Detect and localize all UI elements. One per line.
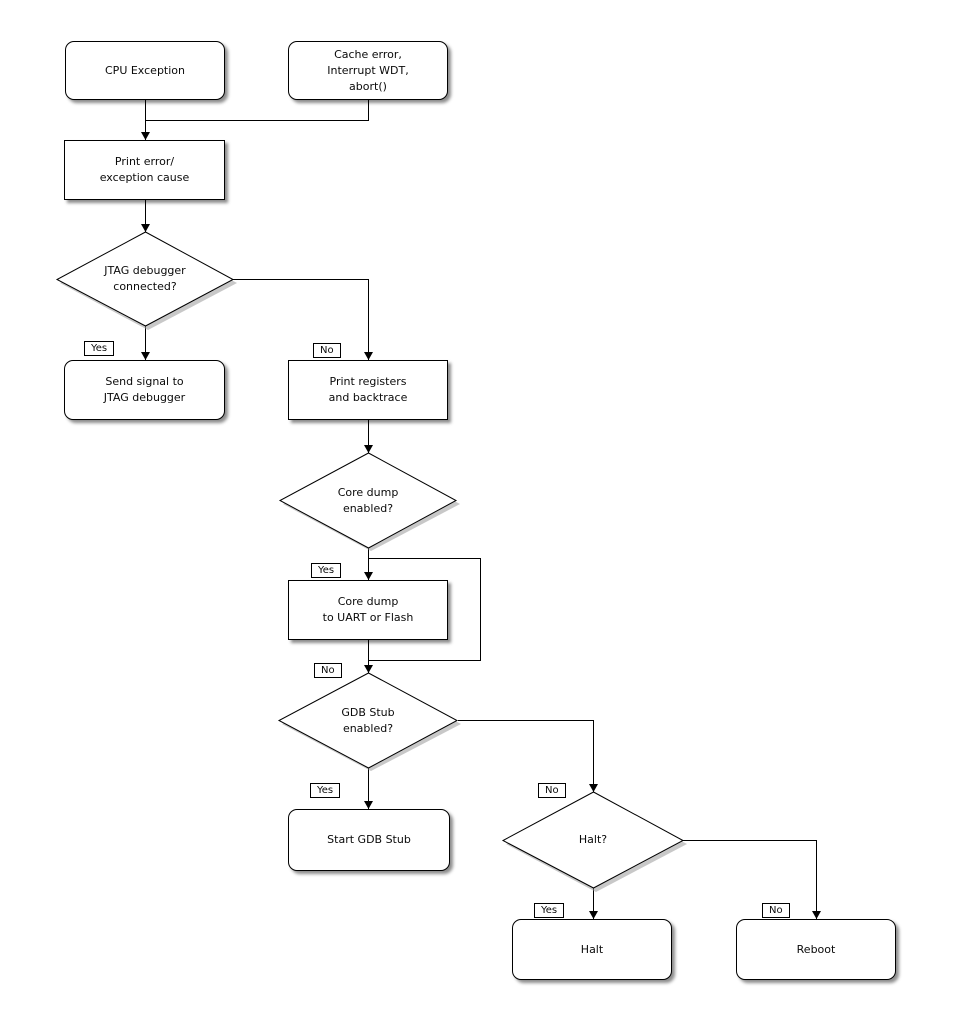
node-cache-error: Cache error, Interrupt WDT, abort() [288,41,448,100]
decision-core-dump-enabled [278,452,458,549]
arrowhead [589,911,598,919]
branch-label-no-core-dump: No [314,663,342,678]
decision-jtag-connected-label: JTAG debugger connected? [104,264,186,293]
node-label: Print error/ exception cause [99,155,190,184]
node-label: CPU Exception [105,63,185,77]
decision-gdb-stub-enabled [277,672,459,769]
node-label: Start GDB Stub [327,833,411,846]
decision-jtag-connected [55,231,235,327]
node-print-registers: Print registers and backtrace [288,360,448,420]
node-label: Cache error, Interrupt WDT, abort() [327,47,409,93]
node-label: Send signal to JTAG debugger [103,375,186,404]
edge-cache-error-join [145,100,369,121]
node-label: Core dump to UART or Flash [322,595,414,624]
decision-halt [501,791,685,889]
edge-jtag-no-to-print-registers [233,279,369,360]
node-label: Reboot [796,942,836,956]
decision-gdb-stub-enabled-label: GDB Stub enabled? [341,705,395,735]
edge-core-dump-no-bypass [368,558,481,661]
edge-gdb-no-to-halt-decision [458,720,594,792]
node-send-signal: Send signal to JTAG debugger [64,360,225,420]
branch-label-no-jtag: No [313,343,341,358]
decision-diamonds [55,231,687,892]
arrowhead [364,445,373,453]
node-cpu-exception: CPU Exception [65,41,225,100]
node-label: Halt [580,942,604,956]
arrowhead [141,224,150,232]
node-start-gdb-stub: Start GDB Stub [288,809,450,871]
arrowhead [812,911,821,919]
arrowhead [589,784,598,792]
node-halt: Halt [512,919,672,980]
arrowhead [364,572,373,580]
decision-core-dump-enabled-label: Core dump enabled? [337,485,399,515]
arrowhead [141,352,150,360]
branch-label-yes-gdb-stub: Yes [310,783,341,798]
branch-label-no-gdb-stub: No [538,783,566,798]
arrowhead [364,801,373,809]
decision-halt-label: Halt? [578,833,608,846]
node-core-dump: Core dump to UART or Flash [288,580,448,640]
branch-label-yes-jtag: Yes [84,341,115,356]
branch-label-yes-halt: Yes [534,903,565,918]
arrowheads [141,132,821,919]
edge-halt-no-to-reboot [683,840,817,919]
node-reboot: Reboot [736,919,896,980]
branch-label-no-halt: No [762,903,790,918]
branch-label-yes-core-dump: Yes [311,563,342,578]
node-print-error: Print error/ exception cause [64,140,225,200]
arrowhead [364,352,373,360]
arrowhead [141,132,150,140]
node-label: Print registers and backtrace [328,375,408,404]
arrowhead [364,665,373,673]
